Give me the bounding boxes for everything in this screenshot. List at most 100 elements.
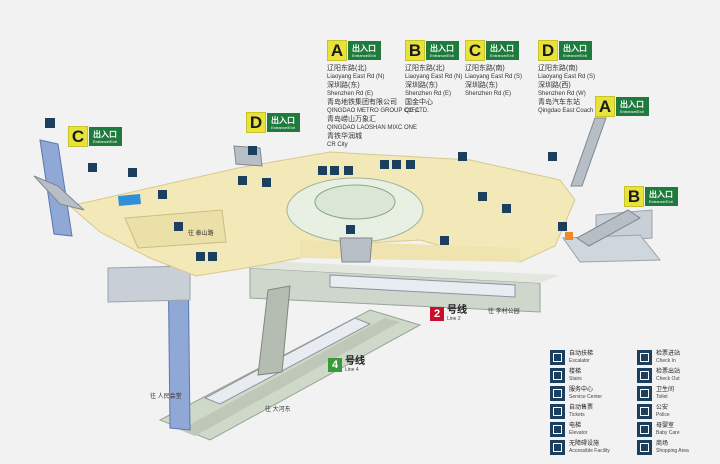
legend-label: 自动售票 <box>569 405 594 411</box>
exit-destination-line: Qingdao East Coach Station <box>538 108 614 114</box>
exit-a-destinations: 辽阳东路(北)Liaoyang East Rd (N)深圳路(东)Shenzhe… <box>327 64 429 149</box>
line4-track-lower <box>180 318 400 436</box>
legend-label: 无障碍设施 <box>569 441 600 447</box>
exit-destination-line: 辽阳东路(南) <box>538 65 578 72</box>
central-void <box>314 184 396 220</box>
exit-destination-line: Liaoyang East Rd (N) <box>405 74 463 80</box>
exit-destination-line: 辽阳东路(北) <box>327 65 367 72</box>
exit-a-header: A 出入口 Entrance/Exit <box>327 40 405 61</box>
legend-label: 服务中心 <box>569 387 594 393</box>
exit-c-destinations: 辽阳东路(南)Liaoyang East Rd (S)深圳路(东)Shenzhe… <box>465 64 543 98</box>
exit-c-tag: 出入口 Entrance/Exit <box>486 41 519 60</box>
line2-train <box>329 274 516 298</box>
toilet-icon <box>637 386 652 401</box>
exit-destination-line: QINGDAO METRO GROUP CO.,LTD. <box>327 108 429 114</box>
legend-label-en: Escalator <box>569 358 590 364</box>
service-center-icon <box>550 386 565 401</box>
legend-label: 检票出站 <box>656 369 681 375</box>
legend-label: 自动扶梯 <box>569 351 594 357</box>
legend-label: 卫生间 <box>656 387 675 393</box>
legend-label: 母婴室 <box>656 423 675 429</box>
exit-destination-line: 深圳路(东) <box>405 82 438 89</box>
legend-label-en: Accessible Facility <box>569 448 610 454</box>
legend-label-en: Elevator <box>569 430 588 436</box>
exit-b-tag: 出入口 Entrance/Exit <box>426 41 459 60</box>
legend-label: 商场 <box>656 441 669 447</box>
line-2-number: 2 <box>430 306 444 321</box>
accessible-icon <box>550 440 565 455</box>
exit-destination-line: QINGDAO LAOSHAN MIXC ONE <box>327 125 418 131</box>
legend-label-en: Police <box>656 412 670 418</box>
exit-destination-line: Shenzhen Rd (W) <box>538 91 586 97</box>
legend-label: 公安 <box>656 405 669 411</box>
police-icon <box>637 404 652 419</box>
transfer-blue <box>118 194 141 206</box>
exit-destination-line: 深圳路(东) <box>327 82 360 89</box>
exit-d-header: D 出入口 Entrance/Exit <box>538 40 616 61</box>
exit-destination-line: 辽阳东路(北) <box>405 65 445 72</box>
exit-destination-line: Shenzhen Rd (E) <box>405 91 452 97</box>
stairs-icon <box>550 368 565 383</box>
direction-line4-b: 往 大河东 <box>265 407 291 413</box>
exit-c-letter: C <box>465 40 485 61</box>
exit-destination-line: Shenzhen Rd (E) <box>465 91 512 97</box>
exit-destination-line: 深圳路(西) <box>538 82 571 89</box>
exit-b-header: B 出入口 Entrance/Exit <box>405 40 483 61</box>
legend-label-en: Baby Care <box>656 430 680 436</box>
exit-c-stairs <box>33 175 85 211</box>
check-out-icon <box>637 368 652 383</box>
map-exit-c-letter: C <box>68 126 88 147</box>
exit-b-info: B 出入口 Entrance/Exit 辽阳东路(北) Liaoyang East… <box>405 40 483 115</box>
central-stair <box>339 237 373 263</box>
legend-label-en: Tickets <box>569 412 585 418</box>
exit-destination-line: 辽阳东路(南) <box>465 65 505 72</box>
se-block <box>562 234 662 263</box>
map-exit-d-letter: D <box>246 112 266 133</box>
line-2-en: Line 2 <box>447 316 461 322</box>
exit-a-info: A 出入口 Entrance/Exit 辽阳东路(北) Liaoyang East… <box>327 40 429 149</box>
west-block <box>107 265 191 303</box>
legend-label-en: Stairs <box>569 376 582 382</box>
legend-label-en: Check Out <box>656 376 680 382</box>
exit-b-letter: B <box>405 40 425 61</box>
line-4-number: 4 <box>328 357 342 372</box>
direction-taishan: 往 泰山路 <box>188 231 214 237</box>
direction-lichun: 往 李村公园 <box>488 309 520 315</box>
exit-b-stairs <box>576 209 641 247</box>
direction-line4-a: 往 人民会堂 <box>150 394 182 400</box>
exit-b-destinations: 辽阳东路(北) Liaoyang East Rd (N) 深圳路(东) Shenzhe… <box>405 64 483 115</box>
exit-destination-line: 青岛崂山万象汇 <box>327 116 376 123</box>
exit-d-letter: D <box>538 40 558 61</box>
exit-d-tag: 出入口 Entrance/Exit <box>559 41 592 60</box>
legend-label-en: Service Center <box>569 394 603 400</box>
map-exit-a-letter: A <box>595 96 615 117</box>
exit-d-info: D 出入口 Entrance/Exit 辽阳东路(南) Liaoyang East… <box>538 40 616 115</box>
map-exit-b-letter: B <box>624 186 644 207</box>
ticket-machine-icon <box>550 404 565 419</box>
shopping-icon <box>637 440 652 455</box>
legend-label: 电梯 <box>569 423 582 429</box>
exit-destination-line: Liaoyang East Rd (N) <box>327 74 385 80</box>
exit-a-tag: 出入口 Entrance/Exit <box>348 41 381 60</box>
line2-platform-top <box>250 261 560 283</box>
legend-label-en: Shopping Area <box>656 448 689 454</box>
exit-destination-line: Liaoyang East Rd (S) <box>538 74 596 80</box>
